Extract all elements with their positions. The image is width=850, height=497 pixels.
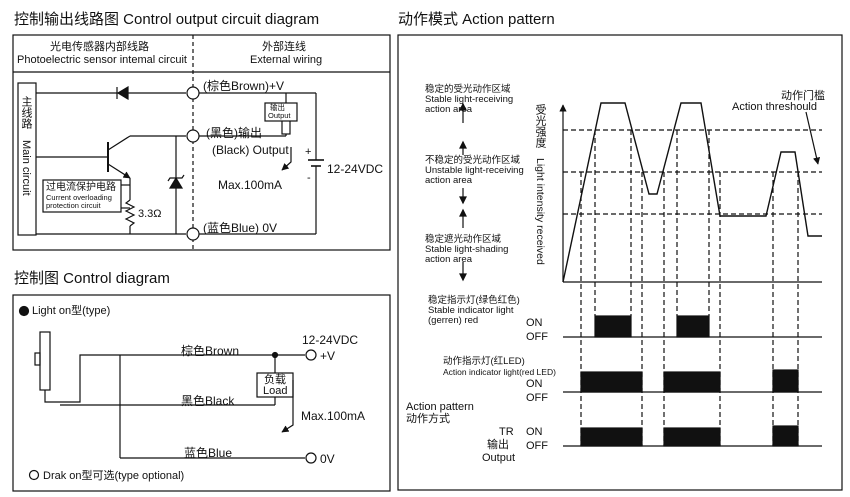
threshold-arrow	[805, 111, 821, 165]
unstable-receiving-en2: action area	[425, 175, 473, 186]
sensor-body	[39, 331, 51, 391]
control-current-arrow	[281, 380, 294, 433]
stable-off-label: OFF	[526, 331, 548, 343]
stable-receiving-zh: 稳定的受光动作区域	[425, 84, 511, 95]
y-axis-label-zh: 受光强度	[534, 104, 546, 148]
control-plus-v: +V	[320, 349, 336, 363]
control-heading: 控制图 Control diagram	[14, 270, 170, 287]
black-wire-label-zh: (黑色)输出	[206, 126, 262, 140]
battery-plus: +	[305, 146, 312, 158]
unstable-receiving-en1: Unstable light-receiving	[425, 165, 524, 176]
pattern-frame	[397, 34, 843, 491]
stable-pulse-1	[594, 315, 632, 338]
output-label-zh: 输出	[487, 439, 509, 451]
circuit-voltage: 12-24VDC	[327, 162, 384, 176]
control-blue-label: 蓝色Blue	[184, 446, 233, 460]
output-pulse-1	[580, 427, 643, 447]
load-label-en: Load	[263, 385, 288, 397]
main-circuit-label-en: Main circuit	[20, 140, 32, 196]
action-off-label: OFF	[526, 392, 548, 404]
threshold-label-zh: 动作门槛	[781, 90, 825, 102]
zener-diode	[168, 176, 184, 189]
intensity-waveform	[562, 102, 822, 283]
stable-indicator-en1: Stable indicator light	[428, 305, 514, 316]
control-diagram	[12, 294, 391, 492]
action-pulse-2	[663, 371, 721, 393]
circuit-max-current: Max.100mA	[218, 178, 283, 192]
output-box-label-en: Output	[268, 111, 291, 120]
sensor-lens	[34, 352, 41, 366]
overload-label-zh: 过电流保护电路	[46, 182, 116, 193]
control-max-current: Max.100mA	[301, 409, 366, 423]
blue-wire-label: (蓝色Blue) 0V	[203, 221, 278, 235]
stable-shading-zh: 稳定遮光动作区域	[425, 234, 502, 245]
black-wire-label-en: (Black) Output	[212, 143, 289, 157]
action-pulse-1	[580, 371, 643, 393]
action-on-label: ON	[526, 378, 543, 390]
control-brown-label: 棕色Brown	[181, 344, 240, 358]
emitter-resistor	[124, 199, 136, 227]
brown-wire-label: (棕色Brown)+V	[203, 79, 285, 93]
stable-pulse-2	[676, 315, 710, 338]
terminal-output	[186, 129, 200, 143]
resistor-value: 3.3Ω	[138, 208, 162, 220]
load-label-zh: 负载	[264, 374, 286, 386]
overload-label-en2: protection circuit	[46, 201, 101, 210]
external-wiring-label-zh: 外部连线	[262, 41, 306, 53]
output-pulse-3	[772, 425, 799, 447]
main-circuit-box	[17, 82, 37, 236]
light-on-label: Light on型(type)	[32, 305, 111, 317]
action-indicator-zh: 动作指示灯(红LED)	[443, 356, 525, 367]
stable-indicator-zh: 稳定指示灯(绿色红色)	[428, 295, 520, 306]
circuit-heading: 控制输出线路图 Control output circuit diagram	[14, 11, 320, 28]
light-on-bullet	[18, 305, 30, 317]
unstable-receiving-zh: 不稳定的受光动作区域	[425, 155, 521, 166]
external-wiring-label-en: External wiring	[250, 54, 323, 66]
action-pattern-label-zh: 动作方式	[406, 413, 450, 425]
control-zero-v: 0V	[320, 452, 335, 466]
overload-box	[42, 179, 122, 213]
control-frame	[12, 294, 391, 492]
stable-shading-en2: action area	[425, 254, 473, 265]
battery-minus: -	[307, 172, 311, 184]
dark-on-bullet	[28, 469, 40, 481]
action-pattern-label-en: Action pattern	[406, 401, 474, 413]
stable-on-label: ON	[526, 317, 543, 329]
control-black-label: 黑色Black	[181, 394, 235, 408]
internal-circuit-label-zh: 光电传感器内部线路	[50, 41, 149, 53]
current-arrow	[281, 147, 292, 171]
action-pulse-3	[772, 369, 799, 393]
stable-shading-en1: Stable light-shading	[425, 244, 509, 255]
tr-label: TR	[499, 426, 514, 438]
main-circuit-label-zh: 主线路	[20, 96, 32, 129]
terminal-plus	[186, 86, 200, 100]
overload-label-en1: Current overloading	[46, 193, 112, 202]
pattern-heading: 动作模式 Action pattern	[398, 11, 555, 28]
output-pulse-2	[663, 427, 721, 447]
control-terminal-zero	[305, 452, 317, 464]
circuit-diagram	[12, 34, 391, 251]
stable-receiving-en2: action area	[425, 104, 473, 115]
y-axis-label-en: Light intensity received	[534, 158, 546, 265]
stable-receiving-en1: Stable light-receiving	[425, 94, 514, 105]
output-box	[264, 102, 298, 122]
terminal-zero	[186, 227, 200, 241]
control-terminal-plus	[305, 349, 317, 361]
reverse-diode	[116, 85, 129, 101]
action-indicator-en: Action indicator light(red LED)	[443, 367, 556, 377]
control-voltage: 12-24VDC	[302, 333, 359, 347]
internal-circuit-label-en: Photoelectric sensor intemal circuit	[17, 54, 187, 66]
action-pattern-diagram	[397, 34, 843, 491]
output-label-en: Output	[482, 452, 516, 464]
output-on-label: ON	[526, 426, 543, 438]
circuit-frame	[12, 34, 391, 251]
stable-indicator-en2: (gerren) red	[428, 315, 479, 326]
threshold-label-en: Action threshould	[732, 101, 817, 113]
output-off-label: OFF	[526, 440, 548, 452]
output-box-label-zh: 输出	[270, 103, 285, 112]
dark-on-label: Drak on型可选(type optional)	[43, 470, 185, 482]
